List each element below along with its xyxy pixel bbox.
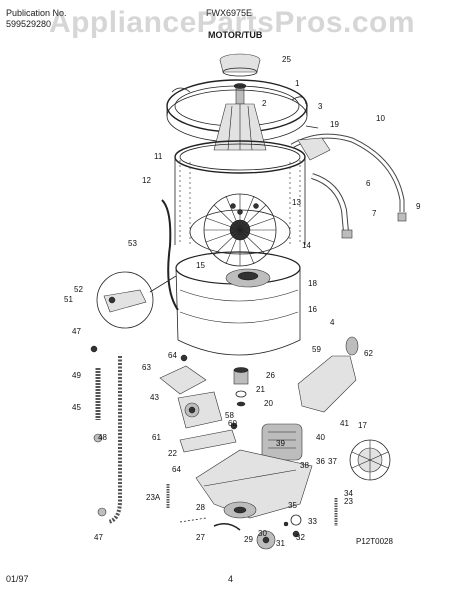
nozzle-bracket <box>297 125 331 161</box>
part-label: 39 <box>276 439 285 448</box>
part-label: 34 <box>344 489 353 498</box>
tie-strap <box>179 517 207 523</box>
tub-nuts <box>230 203 259 215</box>
part-label: 13 <box>292 198 301 207</box>
part-label: 14 <box>302 241 311 250</box>
pump-assembly <box>177 391 223 429</box>
part-label: 10 <box>376 114 385 123</box>
part-label: 19 <box>330 120 339 129</box>
part-label: 32 <box>296 533 305 542</box>
model-number: FWX6975E <box>206 8 253 18</box>
footer-date: 01/97 <box>6 574 29 584</box>
part-label: 28 <box>196 503 205 512</box>
part-label: 38 <box>300 461 309 470</box>
part-label: 45 <box>72 403 81 412</box>
part-label: 16 <box>308 305 317 314</box>
publication-number: 599529280 <box>6 19 52 29</box>
part-label: 22 <box>168 449 177 458</box>
part-label: 2 <box>262 99 267 108</box>
part-label: 48 <box>98 433 107 442</box>
part-label: 59 <box>312 345 321 354</box>
part-label: 6 <box>366 179 371 188</box>
part-label: 30 <box>258 529 267 538</box>
pulley-and-belt <box>213 522 276 550</box>
part-label: 37 <box>328 457 337 466</box>
site-watermark: AppliancePartsPros.com <box>48 6 416 39</box>
part-label: 40 <box>316 433 325 442</box>
part-label: 26 <box>266 371 275 380</box>
motor-washers <box>283 514 302 538</box>
base-frame <box>195 449 313 519</box>
part-label: 23A <box>146 493 161 502</box>
part-label: 36 <box>316 457 325 466</box>
outer-tub <box>175 251 301 356</box>
part-label: 9 <box>416 202 421 211</box>
agitator-cap <box>219 53 261 77</box>
agitator-bolt <box>233 83 247 105</box>
pressure-hose <box>93 368 103 443</box>
agitator <box>213 103 267 151</box>
page-number: 4 <box>228 574 234 584</box>
part-label: 49 <box>72 371 81 380</box>
section-title: MOTOR/TUB <box>208 30 263 40</box>
part-label: 3 <box>318 102 323 111</box>
drive-coupling <box>233 367 249 407</box>
hose-clip-small <box>90 345 107 517</box>
part-label: 63 <box>142 363 151 372</box>
part-label: 17 <box>358 421 367 430</box>
hose-clamps <box>341 212 407 239</box>
part-label: 47 <box>94 533 103 542</box>
diagram-code: P12T0028 <box>356 537 393 546</box>
part-label: 35 <box>288 501 297 510</box>
part-label: 61 <box>152 433 161 442</box>
part-label: 12 <box>142 176 151 185</box>
brake-wheel <box>223 501 257 519</box>
motor-mount-plate <box>159 354 207 395</box>
part-label: 52 <box>74 285 83 294</box>
part-label: 64 <box>172 465 181 474</box>
fill-hose <box>290 133 405 212</box>
part-label: 58 <box>225 411 234 420</box>
motor-bracket-strap <box>179 422 238 453</box>
part-label: 18 <box>308 279 317 288</box>
part-label: 64 <box>168 351 177 360</box>
part-label: 41 <box>340 419 349 428</box>
part-label: 23 <box>344 497 353 506</box>
cabinet-connector <box>297 336 359 413</box>
part-label: 33 <box>308 517 317 526</box>
part-label: 51 <box>64 295 73 304</box>
part-label: 47 <box>72 327 81 336</box>
part-label: 11 <box>154 152 163 161</box>
siphon-tube <box>161 199 179 311</box>
part-label: 25 <box>282 55 291 64</box>
spin-basket <box>174 140 306 255</box>
part-label: 1 <box>295 79 300 88</box>
part-label: 31 <box>276 539 285 548</box>
part-label: 43 <box>150 393 159 402</box>
part-callouts: 25 1 2 3 10 19 11 12 13 6 7 9 53 14 15 1… <box>64 55 421 548</box>
drain-pipe <box>107 356 122 524</box>
part-label: 4 <box>330 318 335 327</box>
spin-basket-clutch <box>349 439 391 481</box>
tub-seal <box>225 268 271 288</box>
detail-inset <box>96 271 177 329</box>
part-label: 29 <box>244 535 253 544</box>
drain-hose <box>311 173 349 233</box>
part-label: 62 <box>364 349 373 358</box>
part-label: 60 <box>228 419 237 428</box>
part-label: 53 <box>128 239 137 248</box>
basket-hub-vanes <box>203 193 277 267</box>
part-label: 7 <box>372 209 377 218</box>
part-label: 20 <box>264 399 273 408</box>
publication-label: Publication No. <box>6 8 67 18</box>
part-label: 15 <box>196 261 205 270</box>
springs <box>166 484 338 526</box>
part-label: 27 <box>196 533 205 542</box>
part-label: 21 <box>256 385 265 394</box>
